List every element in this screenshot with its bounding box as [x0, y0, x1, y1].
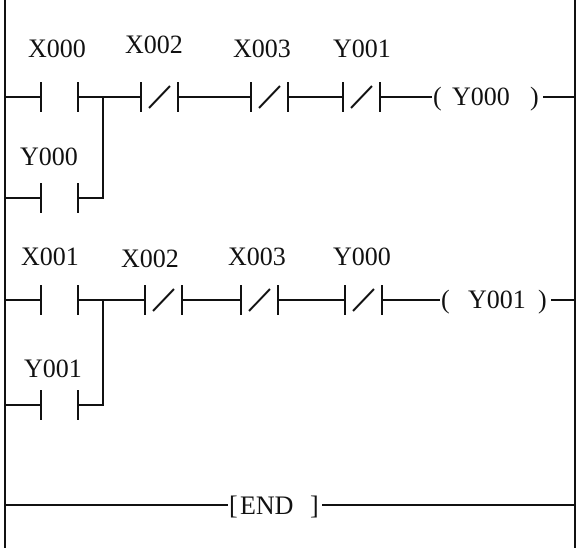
contact-y001-nc[interactable] — [342, 82, 381, 112]
end-label: END — [240, 491, 293, 520]
contact-label: X001 — [21, 242, 79, 271]
contact-y000-nc[interactable] — [344, 285, 383, 315]
contact-label: Y000 — [333, 242, 391, 271]
contact-x001[interactable] — [40, 285, 79, 315]
contact-y000-latch[interactable] — [40, 183, 79, 213]
contact-x000[interactable] — [40, 82, 79, 112]
coil-open-paren: ( — [441, 285, 450, 314]
contact-label: X003 — [228, 242, 286, 271]
contact-label: X000 — [28, 34, 86, 63]
rung-1-branch-wire — [5, 97, 104, 199]
contact-x003-nc[interactable] — [250, 82, 289, 112]
contact-label: X002 — [125, 30, 183, 59]
coil-close-paren: ) — [530, 82, 539, 111]
contact-x003-nc[interactable] — [240, 285, 279, 315]
coil-y001[interactable]: ( Y001 ) — [441, 285, 547, 314]
contact-label: X003 — [233, 34, 291, 63]
contact-y001-latch[interactable] — [40, 390, 79, 420]
contact-label: Y001 — [333, 34, 391, 63]
coil-y000[interactable]: ( Y000 ) — [433, 82, 539, 111]
coil-label: Y001 — [468, 285, 526, 314]
end-close-bracket: ] — [310, 491, 319, 520]
contact-label: Y001 — [24, 354, 82, 383]
end-open-bracket: [ — [229, 491, 238, 520]
rung-2: X001 X002 X003 Y000 Y001 ( Y001 ) — [5, 242, 575, 420]
coil-close-paren: ) — [538, 285, 547, 314]
contact-label: Y000 — [20, 142, 78, 171]
contact-label: X002 — [121, 244, 179, 273]
contact-x002-nc[interactable] — [140, 82, 179, 112]
contact-x002-nc[interactable] — [144, 285, 183, 315]
end-instruction[interactable]: [ END ] — [229, 491, 319, 520]
end-rung: [ END ] — [5, 491, 575, 520]
rung-1: X000 X002 X003 Y001 Y000 ( Y00 — [5, 30, 575, 213]
coil-label: Y000 — [452, 82, 510, 111]
rung-2-branch-wire — [5, 300, 104, 406]
coil-open-paren: ( — [433, 82, 442, 111]
